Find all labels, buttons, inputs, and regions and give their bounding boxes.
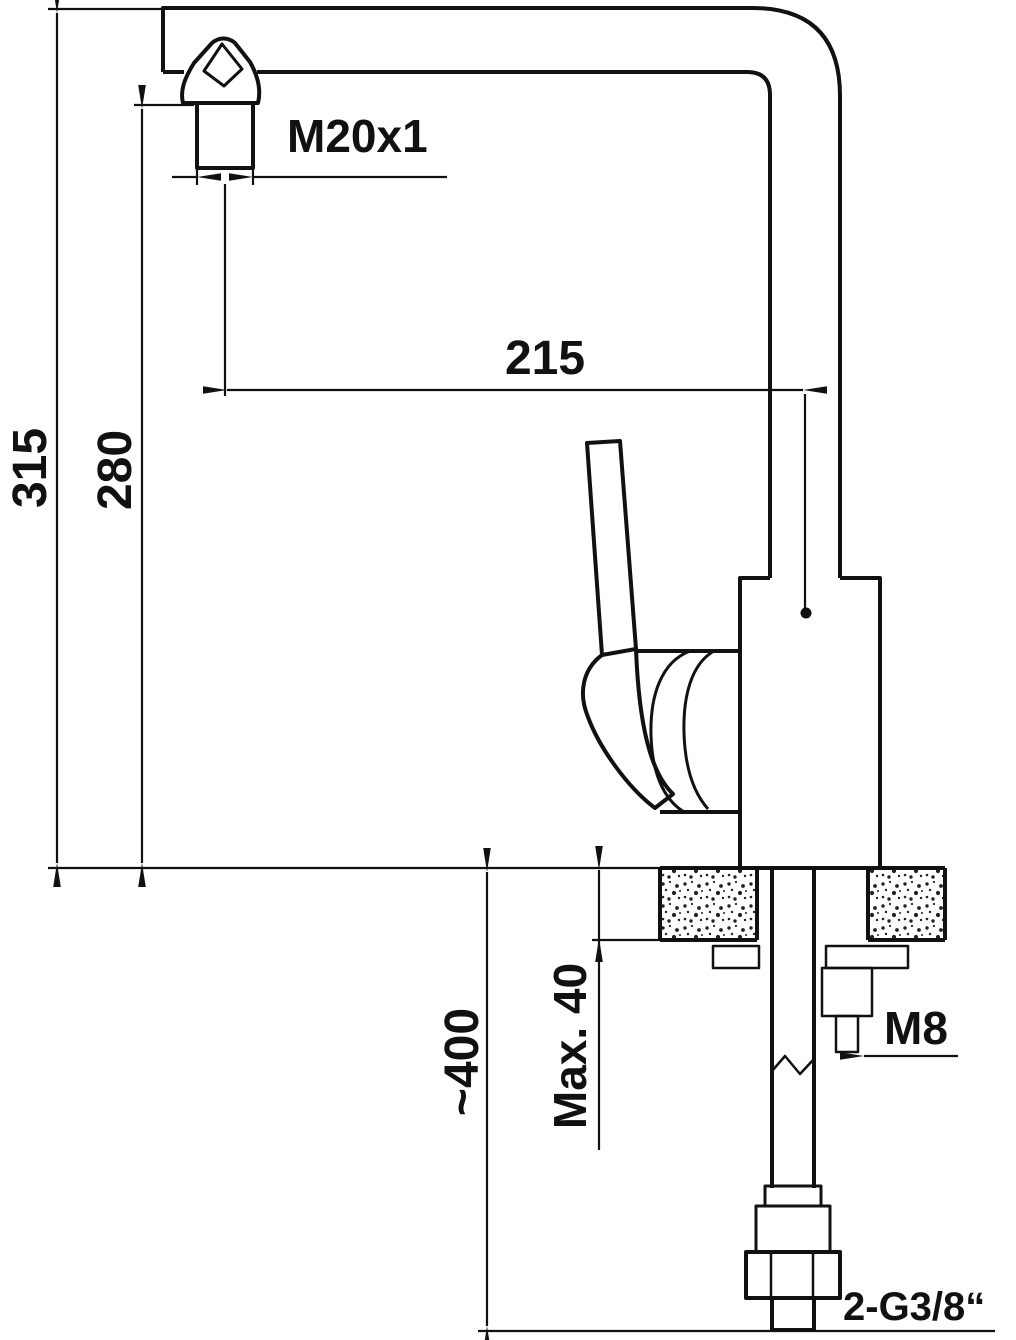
handle-base-cap xyxy=(580,648,675,810)
label-m8-value: M8 xyxy=(884,1002,948,1054)
dim-aerator-thread: M20x1 xyxy=(172,110,447,185)
cartridge-dome-inner xyxy=(682,649,715,810)
dim-hose-length: ~400 xyxy=(436,848,995,1340)
dim-total-height: 315 xyxy=(4,0,662,887)
neck-lines xyxy=(637,649,740,814)
mounting-hardware xyxy=(711,868,910,1332)
ext-lines-nozzle xyxy=(195,170,255,185)
hose-nut-facets xyxy=(769,1252,815,1298)
aerator-cap xyxy=(180,36,262,105)
label-g38-value: 2-G3/8“ xyxy=(843,1285,985,1329)
stud-end xyxy=(834,1014,860,1054)
label-supply-thread: 2-G3/8“ xyxy=(843,1285,985,1329)
dim-215-value: 215 xyxy=(505,332,585,385)
clamp-washer-left xyxy=(711,944,761,970)
hose-end-tube xyxy=(770,1298,816,1332)
dim-spout-reach: 215 xyxy=(203,184,827,610)
counter-granite-right xyxy=(869,870,944,938)
countertop xyxy=(658,866,947,942)
hose-nut xyxy=(744,1250,842,1300)
dim-outlet-height: 280 xyxy=(89,85,194,887)
dim-400-value: ~400 xyxy=(436,1008,489,1116)
body-block xyxy=(738,576,882,868)
dim-315-value: 315 xyxy=(4,428,57,508)
clamp-washer-right xyxy=(824,944,910,970)
supply-shank-tube xyxy=(770,868,816,1188)
aerator-nozzle xyxy=(195,103,255,170)
hose-collar xyxy=(763,1184,823,1208)
spout-outer-edge xyxy=(161,6,842,578)
hose-braid xyxy=(754,1204,832,1254)
dim-deck-thickness: Max. 40 xyxy=(544,846,661,1150)
spout-inner-edge xyxy=(163,70,772,578)
aerator-cap-chamfer xyxy=(202,42,244,88)
tube-break-mark xyxy=(771,1054,815,1076)
handle-lever xyxy=(585,439,638,657)
dim-m20x1-value: M20x1 xyxy=(287,110,428,162)
counter-edges xyxy=(658,866,947,942)
faucet-outline xyxy=(161,6,882,868)
counter-granite-left xyxy=(661,870,756,938)
centerline-dot xyxy=(800,607,812,619)
dim-280-value: 280 xyxy=(89,430,142,510)
label-fixing-stud: M8 xyxy=(840,1002,958,1060)
cartridge-dome-outer xyxy=(649,649,691,814)
dim-max40-value: Max. 40 xyxy=(544,963,596,1129)
mounting-nut xyxy=(820,966,874,1018)
